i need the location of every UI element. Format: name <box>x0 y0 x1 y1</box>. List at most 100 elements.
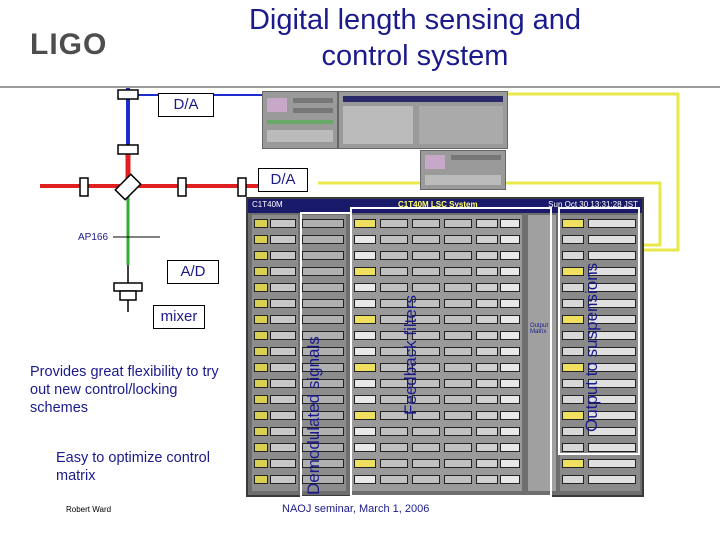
screen-cell <box>588 251 636 260</box>
screen-cell <box>380 267 408 276</box>
screen-cell <box>270 363 296 372</box>
screen-cell <box>380 475 408 484</box>
screen-cell <box>302 475 344 484</box>
screen-cell <box>354 363 376 372</box>
screen-cell <box>562 411 584 420</box>
screen-cell <box>412 235 440 244</box>
ap166-label: AP166 <box>78 232 109 243</box>
screen-cell <box>476 347 498 356</box>
screen-cell <box>476 331 498 340</box>
screen-cell <box>562 459 584 468</box>
screen-cell <box>254 219 268 228</box>
screen-cell <box>380 219 408 228</box>
screen-cell <box>380 395 408 404</box>
da-mid-label: D/A <box>270 171 296 188</box>
screen-cell <box>562 443 584 452</box>
screen-cell <box>588 395 636 404</box>
screen-cell <box>500 267 520 276</box>
screen-cell <box>254 347 268 356</box>
screen-cell <box>562 267 584 276</box>
screen-cell <box>254 299 268 308</box>
screen-cell <box>588 283 636 292</box>
screen-cell <box>412 299 440 308</box>
screen-cell <box>302 411 344 420</box>
screen-cell <box>588 427 636 436</box>
screen-cell <box>354 299 376 308</box>
screen-cell <box>302 235 344 244</box>
screen-cell <box>302 459 344 468</box>
feedback-frame <box>350 207 552 497</box>
mixer-box: mixer <box>153 305 205 329</box>
screen-cell <box>476 459 498 468</box>
screen-cell <box>354 235 376 244</box>
screen-cell <box>412 267 440 276</box>
screen-cell <box>412 379 440 388</box>
screen-cell <box>302 283 344 292</box>
screen-cell <box>500 427 520 436</box>
screen-cell <box>270 459 296 468</box>
screen-cell <box>562 347 584 356</box>
screen-cell <box>444 283 472 292</box>
screen-cell <box>500 475 520 484</box>
screen-cell <box>476 475 498 484</box>
screen-cell <box>302 299 344 308</box>
screen-cell <box>476 363 498 372</box>
screen-cell <box>444 331 472 340</box>
screen-cell <box>354 315 376 324</box>
screen-cell <box>588 411 636 420</box>
screen-cell <box>562 251 584 260</box>
lsc-header-title: C1T40M LSC System <box>398 200 478 209</box>
screen-cell <box>380 235 408 244</box>
screen-cell <box>500 395 520 404</box>
screen-cell <box>270 347 296 356</box>
screen-cell <box>588 235 636 244</box>
screen-cell <box>562 315 584 324</box>
screen-cell <box>270 219 296 228</box>
screen-cell <box>412 443 440 452</box>
footer-event: NAOJ seminar, March 1, 2006 <box>282 503 430 515</box>
screen-cell <box>354 411 376 420</box>
screen-cell <box>412 411 440 420</box>
screen-cell <box>444 443 472 452</box>
da-mid-box: D/A <box>258 168 308 192</box>
screen-cell <box>412 427 440 436</box>
screen-cell <box>476 251 498 260</box>
screen-cell <box>588 443 636 452</box>
screen-cell <box>500 219 520 228</box>
screen-cell <box>562 363 584 372</box>
screen-cell <box>254 331 268 340</box>
screen-cell <box>354 331 376 340</box>
screen-cell <box>254 283 268 292</box>
screen-cell <box>476 219 498 228</box>
screen-cell <box>354 443 376 452</box>
screen-cell <box>444 379 472 388</box>
screen-cell <box>302 363 344 372</box>
screen-cell <box>254 443 268 452</box>
screen-cell <box>302 251 344 260</box>
screen-cell <box>500 283 520 292</box>
screen-cell <box>588 299 636 308</box>
screen-cell <box>500 459 520 468</box>
screen-cell <box>444 347 472 356</box>
screen-cell <box>444 411 472 420</box>
screen-cell <box>270 427 296 436</box>
screen-cell <box>500 363 520 372</box>
screen-cell <box>500 347 520 356</box>
screen-cell <box>412 315 440 324</box>
screen-cell <box>270 251 296 260</box>
screen-cell <box>562 427 584 436</box>
screen-cell <box>354 283 376 292</box>
input-mirror-x <box>177 177 187 197</box>
ligo-logo: LIGO <box>30 28 108 61</box>
screen-cell <box>354 251 376 260</box>
screen-cell <box>254 427 268 436</box>
screen-cell <box>444 459 472 468</box>
screen-cell <box>444 299 472 308</box>
screen-cell <box>588 315 636 324</box>
title-line-1: Digital length sensing and <box>248 4 582 36</box>
screen-cell <box>588 363 636 372</box>
flexibility-text: Provides great flexibility to try out ne… <box>30 364 219 416</box>
screen-cell <box>254 411 268 420</box>
medm-thumbnail-upper <box>262 91 338 149</box>
